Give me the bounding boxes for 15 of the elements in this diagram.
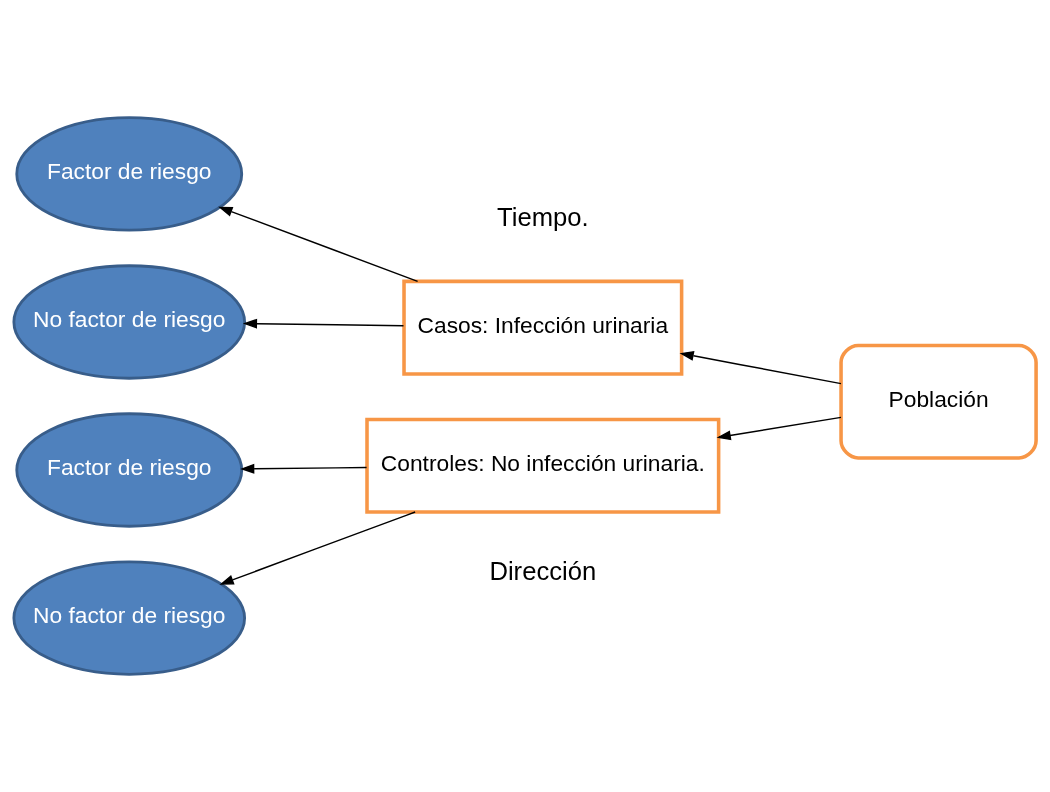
node-box: Población — [839, 343, 1038, 460]
arrow — [679, 350, 842, 385]
node-ellipse: Factor de riesgo — [15, 412, 244, 528]
node-ellipse: No factor de riesgo — [12, 264, 246, 380]
label: Dirección — [489, 557, 597, 586]
node-ellipse: No factor de riesgo — [12, 560, 246, 676]
arrow — [716, 416, 842, 441]
arrow — [240, 463, 368, 474]
node-ellipse: Factor de riesgo — [15, 116, 244, 232]
arrow — [218, 206, 419, 283]
arrow — [219, 511, 416, 585]
label: Tiempo. — [497, 202, 589, 231]
arrow — [242, 318, 405, 329]
node-box: Casos: Infección urinaria — [402, 279, 684, 376]
node-box: Controles: No infección urinaria. — [365, 417, 721, 514]
